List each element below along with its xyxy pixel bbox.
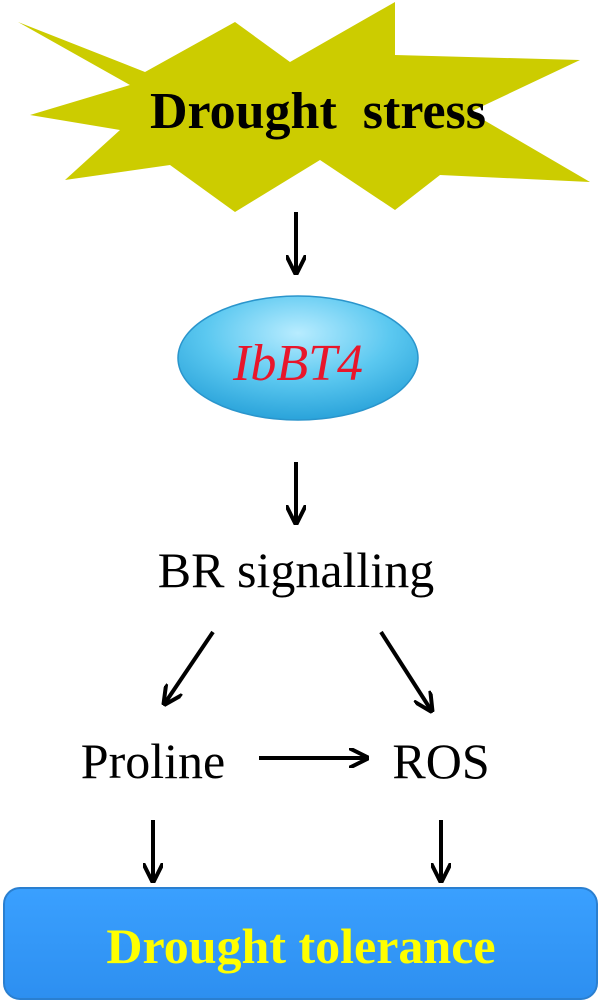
drought-tolerance-label: Drought tolerance — [106, 918, 495, 974]
ibbt4-label: IbBT4 — [232, 335, 363, 392]
ros-label: ROS — [392, 733, 489, 789]
proline-label: Proline — [81, 733, 225, 789]
drought-stress-label: Drought stress — [150, 83, 486, 140]
arrow-signalling-to-ros — [379, 630, 431, 710]
drought-stress-node: Drought stress — [18, 2, 590, 212]
ibbt4-ellipse — [177, 295, 419, 421]
ibbt4-node: IbBT4 — [177, 295, 419, 421]
arrow-signalling-to-proline — [165, 630, 215, 703]
starburst-shape — [18, 2, 590, 212]
br-signalling-label: BR signalling — [158, 542, 434, 598]
drought-tolerance-node: Drought tolerance — [3, 887, 598, 1000]
drought-tolerance-box — [3, 887, 598, 1000]
